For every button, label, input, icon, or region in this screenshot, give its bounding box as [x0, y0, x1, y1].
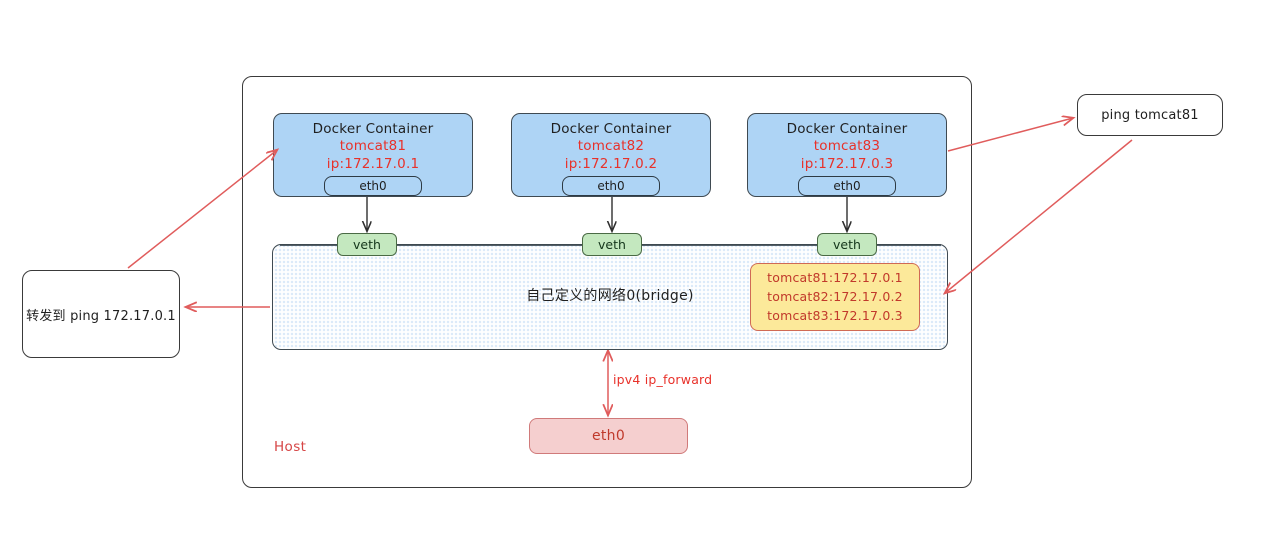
container-name: tomcat81 [339, 138, 407, 155]
container-eth0-interface: eth0 [562, 175, 660, 196]
container-ip-mapping-table: tomcat81:172.17.0.1 tomcat82:172.17.0.2 … [750, 263, 920, 331]
callout-ping-tomcat81[interactable]: ping tomcat81 [1077, 94, 1223, 136]
container-ip: ip:172.17.0.2 [564, 155, 658, 172]
host-label: Host [274, 439, 307, 455]
ip-mapping-row: tomcat83:172.17.0.3 [767, 307, 903, 323]
container-name: tomcat83 [813, 138, 881, 155]
host-eth0-nic[interactable]: eth0 [529, 418, 688, 454]
docker-container-tomcat82[interactable]: Docker Container tomcat82 ip:172.17.0.2 … [511, 113, 711, 197]
veth-pair-1[interactable]: veth [337, 233, 397, 256]
callout-forward-ping[interactable]: 转发到 ping 172.17.0.1 [22, 270, 180, 358]
bridge-network-label: 自己定义的网络0(bridge) [526, 288, 694, 304]
ip-mapping-row: tomcat82:172.17.0.2 [767, 289, 903, 305]
docker-container-tomcat83[interactable]: Docker Container tomcat83 ip:172.17.0.3 … [747, 113, 947, 197]
container-eth0-interface: eth0 [324, 175, 422, 196]
veth-pair-3[interactable]: veth [817, 233, 877, 256]
container-title: Docker Container [550, 121, 672, 137]
ip-mapping-row: tomcat81:172.17.0.1 [767, 270, 903, 286]
wire-callout-right-to-bridge [945, 139, 1133, 293]
container-eth0-interface: eth0 [798, 175, 896, 196]
container-name: tomcat82 [577, 138, 645, 155]
veth-pair-2[interactable]: veth [582, 233, 642, 256]
container-title: Docker Container [312, 121, 434, 137]
docker-container-tomcat81[interactable]: Docker Container tomcat81 ip:172.17.0.1 … [273, 113, 473, 197]
container-ip: ip:172.17.0.1 [326, 155, 420, 172]
ipv4-ip-forward-label: ipv4 ip_forward [613, 372, 713, 387]
container-title: Docker Container [786, 121, 908, 137]
container-ip: ip:172.17.0.3 [800, 155, 894, 172]
